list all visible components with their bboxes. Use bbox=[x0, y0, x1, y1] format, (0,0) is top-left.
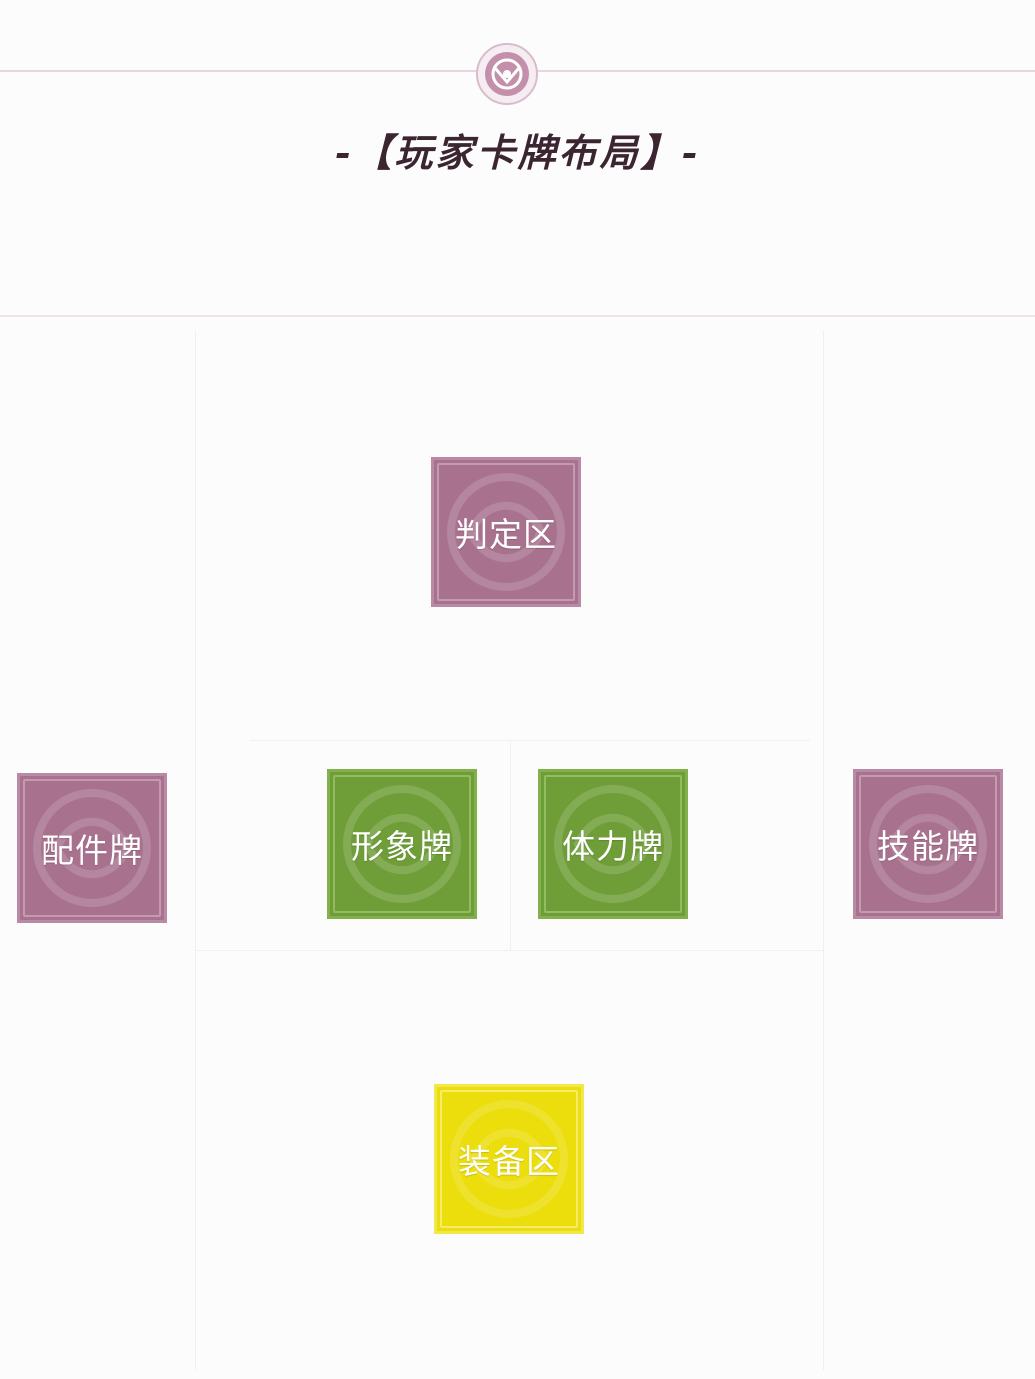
equipment-zone-label: 装备区 bbox=[458, 1142, 560, 1181]
judgment-zone-label: 判定区 bbox=[455, 515, 557, 554]
judgment-zone-card: 判定区 bbox=[431, 457, 581, 607]
card-watermark-icon bbox=[447, 473, 565, 591]
card-watermark-icon bbox=[869, 785, 987, 903]
card-watermark-icon bbox=[554, 785, 672, 903]
grid-line-left bbox=[195, 330, 196, 1370]
equipment-zone-card: 装备区 bbox=[434, 1084, 584, 1234]
grid-line-upper bbox=[250, 740, 810, 741]
character-card-label: 形象牌 bbox=[351, 827, 453, 866]
skill-card: 技能牌 bbox=[853, 769, 1003, 919]
skill-card-label: 技能牌 bbox=[877, 827, 979, 866]
card-watermark-icon bbox=[343, 785, 461, 903]
accessory-card: 配件牌 bbox=[17, 773, 167, 923]
card-watermark-icon bbox=[33, 789, 151, 907]
character-card: 形象牌 bbox=[327, 769, 477, 919]
health-card-label: 体力牌 bbox=[562, 827, 664, 866]
health-card: 体力牌 bbox=[538, 769, 688, 919]
grid-line-lower bbox=[195, 950, 823, 951]
accessory-card-label: 配件牌 bbox=[41, 831, 143, 870]
clan-emblem-icon bbox=[476, 43, 538, 105]
grid-line-middle bbox=[510, 740, 511, 950]
section-divider bbox=[0, 315, 1035, 317]
page-title: -【玩家卡牌布局】- bbox=[334, 130, 701, 175]
card-watermark-icon bbox=[450, 1100, 568, 1218]
grid-line-right bbox=[823, 330, 824, 1370]
